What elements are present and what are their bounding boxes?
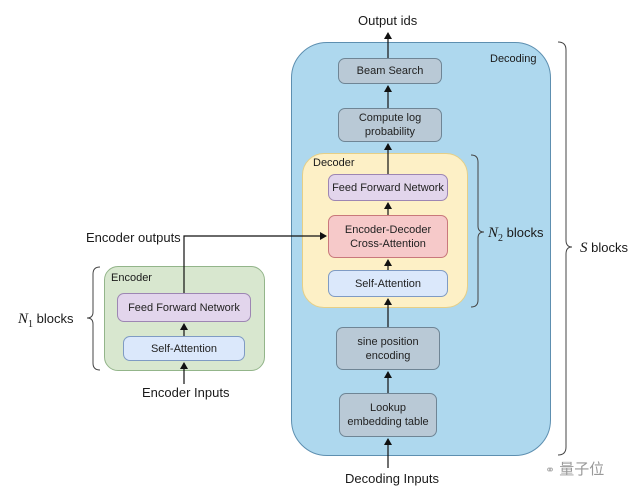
n2-blocks-label: N2 blocks [488, 225, 544, 244]
beam-search-box: Beam Search [338, 58, 442, 84]
watermark: ⚭ 量子位 [545, 458, 604, 479]
encoder-inputs-label: Encoder Inputs [142, 385, 230, 400]
compute-log-probability-label: Compute log probability [358, 112, 422, 138]
compute-log-probability-box: Compute log probability [338, 108, 442, 142]
beam-search-label: Beam Search [356, 65, 424, 77]
lookup-embedding-table-label: Lookup embedding table [347, 402, 429, 428]
encoder-self-attention-box: Self-Attention [123, 336, 245, 361]
decoder-ffn-label: Feed Forward Network [332, 181, 444, 194]
n1-brace [86, 266, 101, 371]
n2-symbol: N2 [488, 225, 504, 244]
decoder-title: Decoder [313, 157, 355, 169]
s-blocks-label: S blocks [580, 240, 628, 257]
decoder-self-attention-box: Self-Attention [328, 270, 448, 297]
wechat-icon: ⚭ [545, 463, 556, 477]
lookup-embedding-table-box: Lookup embedding table [339, 393, 437, 437]
s-text: blocks [591, 240, 628, 255]
n2-text: blocks [506, 225, 544, 240]
n1-text: blocks [36, 311, 74, 326]
watermark-text: 量子位 [559, 460, 605, 478]
s-symbol: S [580, 240, 588, 256]
sine-position-encoding-label: sine position encoding [357, 335, 419, 362]
encoder-ffn-label: Feed Forward Network [128, 301, 240, 314]
cross-attention-box: Encoder-Decoder Cross-Attention [328, 215, 448, 258]
cross-attention-label: Encoder-Decoder Cross-Attention [344, 223, 432, 250]
decoding-title: Decoding [490, 53, 537, 65]
decoding-inputs-label: Decoding Inputs [345, 471, 439, 486]
output-ids-label: Output ids [358, 13, 418, 28]
encoder-ffn-box: Feed Forward Network [117, 293, 251, 322]
sine-position-encoding-box: sine position encoding [336, 327, 440, 370]
decoder-self-attention-label: Self-Attention [354, 277, 422, 290]
n1-symbol: N1 [18, 311, 34, 330]
encoder-outputs-label: Encoder outputs [86, 230, 181, 245]
encoder-title: Encoder [111, 272, 152, 284]
n1-blocks-label: N1 blocks [18, 311, 74, 330]
arrow-encoder-output-to-cross-attn [183, 232, 327, 293]
decoder-ffn-box: Feed Forward Network [328, 174, 448, 201]
encoder-self-attention-label: Self-Attention [150, 342, 218, 355]
n2-brace [470, 154, 485, 308]
s-brace [557, 41, 573, 456]
